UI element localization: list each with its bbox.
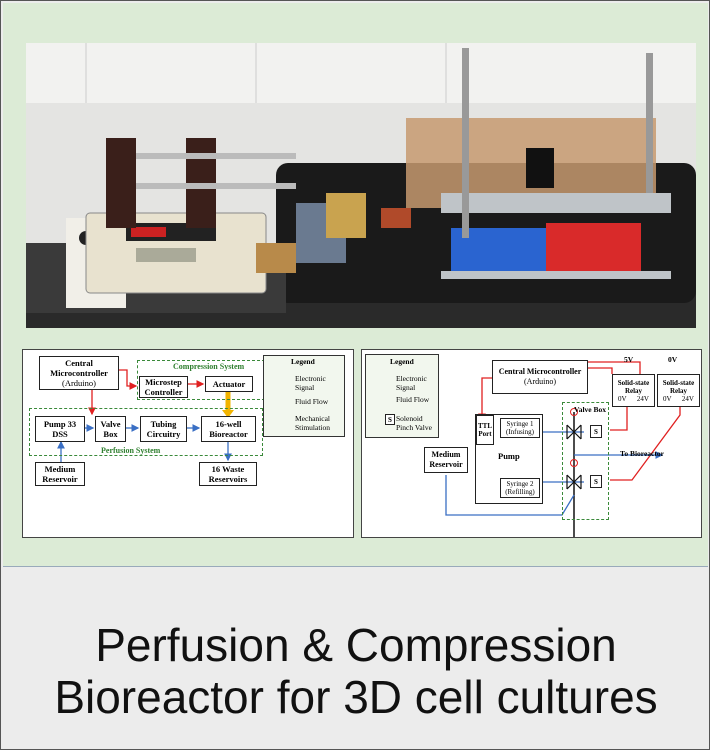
legend-box [263,355,345,437]
compression-system-label: Compression System [173,362,245,371]
caption: Perfusion & Compression Bioreactor for 3… [1,619,710,723]
pump-box: Pump 33 DSS [35,416,85,442]
legend-title: Legend [291,357,315,366]
central-microcontroller-box: Central Microcontroller (Arduino) [39,356,119,390]
syringe-1-box: Syringe 1 (Infusing) [500,418,540,438]
caption-line-1: Perfusion & Compression [95,619,617,671]
legend-solenoid-icon: S [385,414,395,425]
right-diagram-lines [369,361,681,537]
perfusion-system-label: Perfusion System [101,446,161,455]
medium-reservoir-box: Medium Reservoir [424,447,468,473]
valve-box-label: Valve Box [574,405,607,414]
legend-fluid-flow: Fluid Flow [396,395,430,404]
actuator-box: Actuator [205,376,253,392]
to-bioreactor-label: To Bioreactor [620,449,664,458]
legend-title: Legend [390,357,414,366]
solenoid-2-icon: S [590,475,602,488]
syringe-2-box: Syringe 2 (Refilling) [500,478,540,498]
solid-state-relay-2: Solid-state Relay 0V 24V [657,374,700,407]
waste-reservoirs-box: 16 Waste Reservoirs [199,462,257,486]
legend-mechanical-stimulation: Mechanical Stimulation [295,414,331,432]
pump-label: Pump [498,451,520,461]
system-block-diagram: Compression System Perfusion System Cent… [22,349,354,538]
valve-box: Valve Box [95,416,126,442]
central-microcontroller-box: Central Microcontroller (Arduino) [492,360,588,394]
tubing-circuitry-box: Tubing Circuitry [140,416,187,442]
legend-fluid-flow: Fluid Flow [295,397,329,406]
legend-solenoid-pinch-valve: Solenoid Pinch Valve [396,414,432,432]
apparatus-photo [26,43,696,328]
legend-box [365,354,439,438]
medium-reservoir-box: Medium Reservoir [35,462,85,486]
valve-control-diagram: Legend Electronic Signal Fluid Flow Sole… [361,349,702,538]
perfusion-system-group [29,408,263,456]
legend-electronic-signal: Electronic Signal [295,374,326,392]
valve-box-group [562,402,609,520]
voltage-5v: 5V [624,355,634,364]
solenoid-1-icon: S [590,425,602,438]
microstep-controller-box: Microstep Controller [139,376,188,398]
voltage-0v: 0V [668,355,678,364]
solid-state-relay-1: Solid-state Relay 0V 24V [612,374,655,407]
legend-electronic-signal: Electronic Signal [396,374,427,392]
figure-panel: Compression System Perfusion System Cent… [3,3,708,567]
caption-line-2: Bioreactor for 3D cell cultures [54,671,658,723]
ttl-port-box: TTL Port [476,415,494,445]
bioreactor-box: 16-well Bioreactor [201,416,256,442]
